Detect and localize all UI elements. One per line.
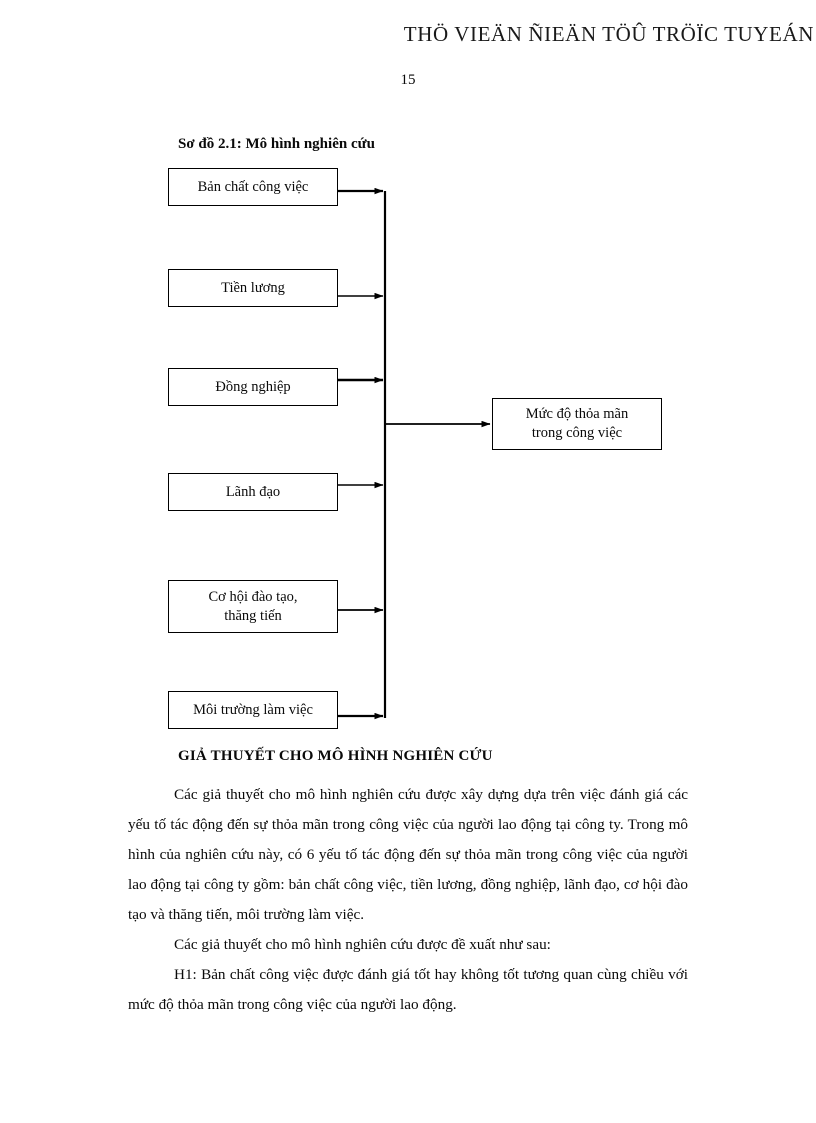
diagram-connectors — [337, 187, 491, 720]
node-label: Bản chất công việc — [197, 178, 309, 195]
body-paragraph: H1: Bản chất công việc được đánh giá tốt… — [128, 966, 688, 1013]
node-label: Tiền lương — [221, 279, 285, 296]
node-moi-truong-lam-viec: Môi trường làm việc — [168, 691, 338, 729]
section-heading: GIẢ THUYẾT CHO MÔ HÌNH NGHIÊN CỨU — [178, 748, 493, 764]
node-label: Cơ hội đào tạo, thăng tiến — [208, 588, 298, 624]
body-text-block: Các giả thuyết cho mô hình nghiên cứu đư… — [128, 780, 688, 1020]
node-muc-do-thoa-man: Mức độ thỏa mãn trong công việc — [492, 398, 662, 450]
research-model-diagram: Bản chất công việc Tiền lương Đồng nghiệ… — [168, 168, 662, 729]
page-header-watermark: THÖ VIEÄN ÑIEÄN TÖÛ TRÖÏC TUYEÁN — [403, 22, 814, 46]
node-label: Môi trường làm việc — [193, 701, 313, 718]
node-label: Đồng nghiệp — [215, 378, 291, 395]
page-number: 15 — [400, 72, 416, 88]
node-lanh-dao: Lãnh đạo — [168, 473, 338, 511]
node-label: Lãnh đạo — [225, 483, 281, 500]
node-dong-nghiep: Đồng nghiệp — [168, 368, 338, 406]
figure-caption: Sơ đồ 2.1: Mô hình nghiên cứu — [178, 136, 375, 152]
node-co-hoi-dao-tao-thang-tien: Cơ hội đào tạo, thăng tiến — [168, 580, 338, 633]
node-label: Mức độ thỏa mãn trong công việc — [525, 406, 629, 441]
node-tien-luong: Tiền lương — [168, 269, 338, 307]
body-paragraph: Các giả thuyết cho mô hình nghiên cứu đư… — [174, 936, 551, 953]
node-ban-chat-cong-viec: Bản chất công việc — [168, 168, 338, 206]
body-paragraph: Các giả thuyết cho mô hình nghiên cứu đư… — [128, 786, 688, 923]
